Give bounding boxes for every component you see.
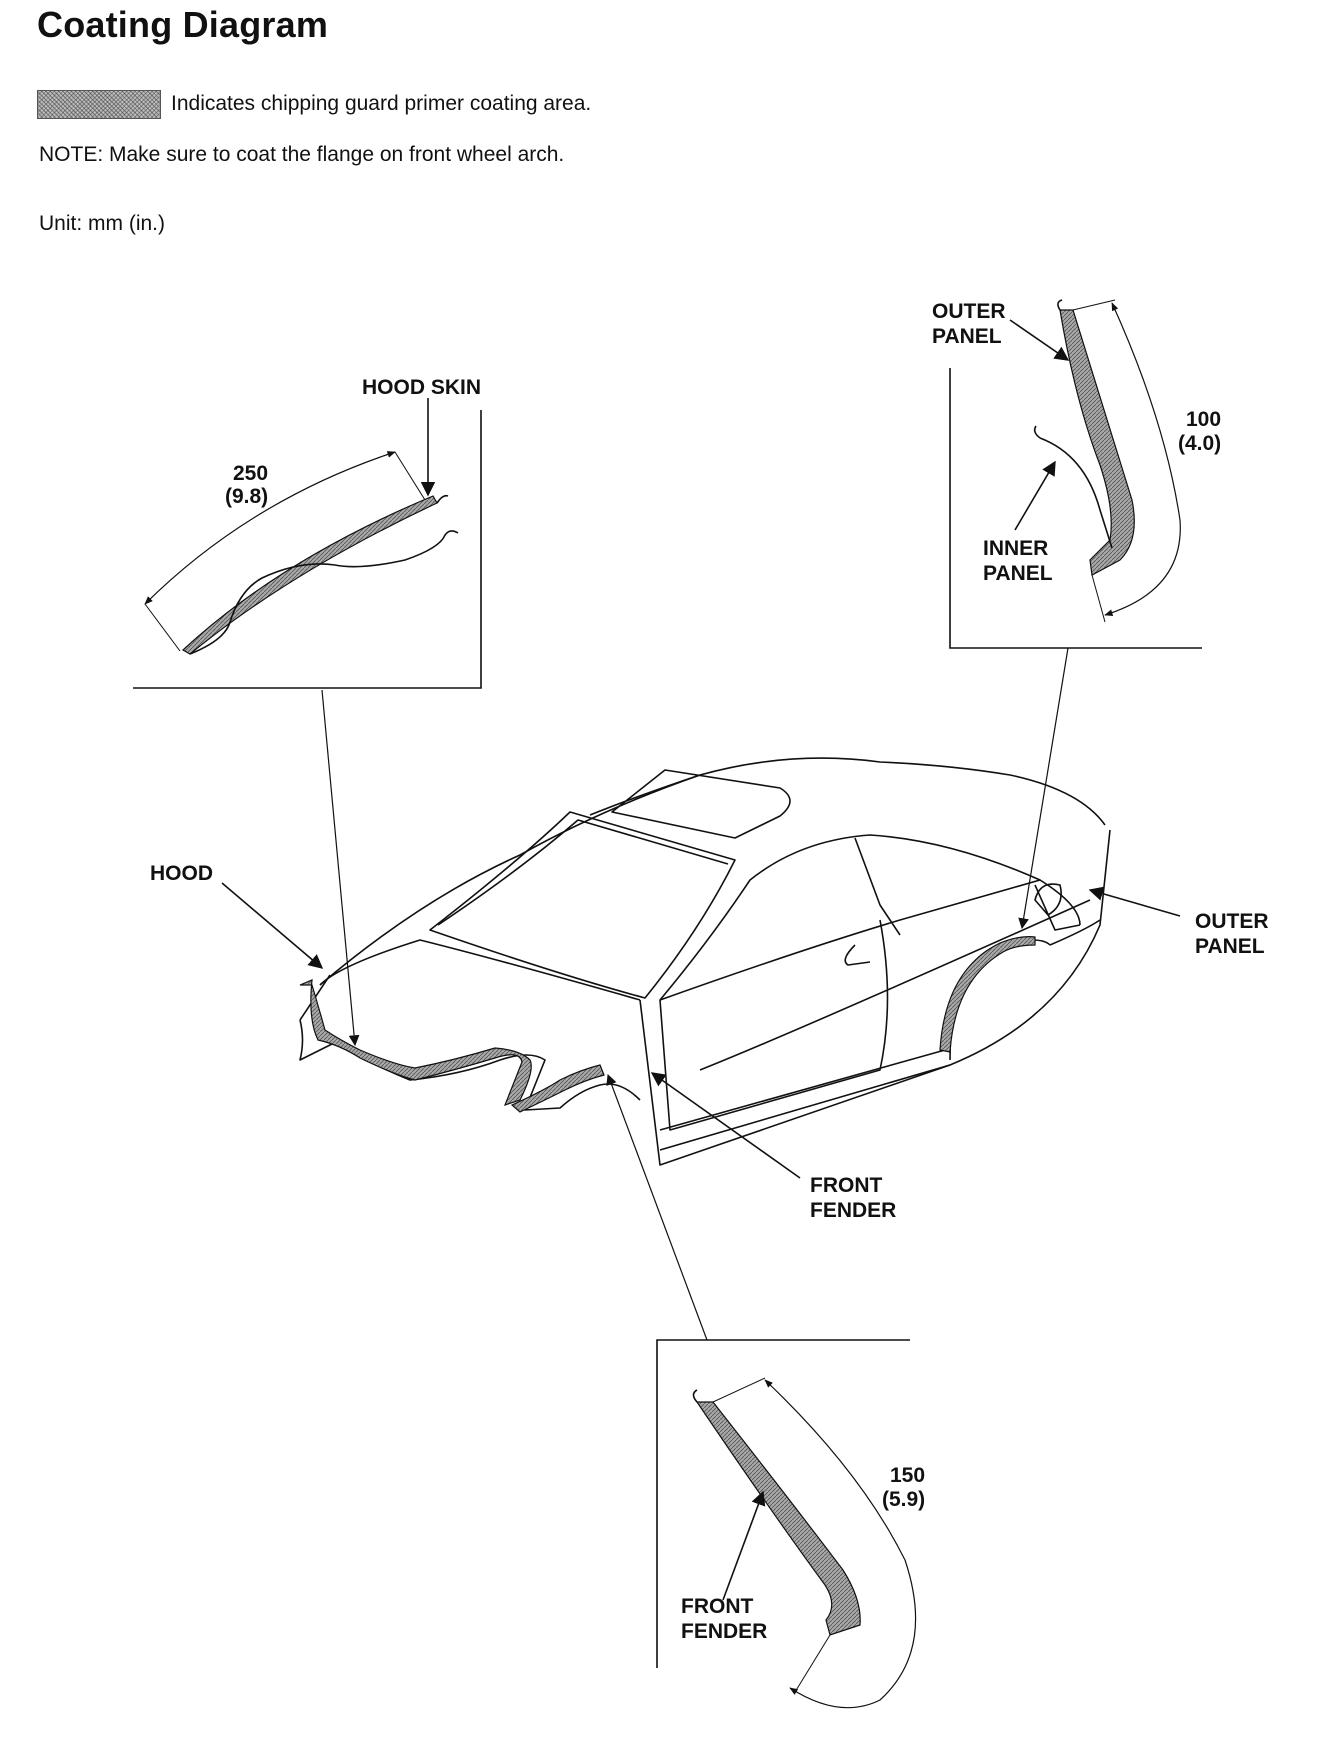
car-coating-areas <box>299 936 1036 1113</box>
front-fender-detail <box>656 1339 917 1709</box>
front-wheel-arch-coating <box>510 1064 605 1113</box>
car-side-window <box>659 834 1041 1001</box>
label-inner-panel-2: PANEL <box>983 562 1053 585</box>
callout-lines <box>321 647 1069 1341</box>
hood-skin-detail <box>133 398 482 689</box>
fender-dimension-arc <box>764 1379 917 1709</box>
legend: Indicates chipping guard primer coating … <box>37 89 591 119</box>
label-inner-panel-1: INNER <box>983 537 1048 560</box>
label-outer-panel-side-2: PANEL <box>1195 935 1265 958</box>
car-door <box>659 919 889 1131</box>
car-windshield <box>429 811 736 999</box>
label-outer-panel-top-2: PANEL <box>932 325 1002 348</box>
rear-dimension-arc <box>1104 302 1181 616</box>
dim-rear-inch: (4.0) <box>1178 432 1221 455</box>
callout-fender <box>606 1073 708 1341</box>
rear-detail-frame <box>949 368 1202 649</box>
rear-outer-coating <box>1059 309 1135 576</box>
label-hood-skin: HOOD SKIN <box>362 376 481 399</box>
callout-hood <box>321 689 360 1047</box>
legend-text: Indicates chipping guard primer coating … <box>171 92 592 115</box>
rear-wheel-arch-coating <box>939 936 1036 1053</box>
label-front-fender-2: FENDER <box>810 1199 896 1222</box>
label-hood: HOOD <box>150 862 213 885</box>
note-text: NOTE: Make sure to coat the flange on fr… <box>39 143 565 166</box>
dim-fender-inch: (5.9) <box>882 1488 925 1511</box>
label-outer-panel-side-1: OUTER <box>1195 910 1269 933</box>
hood-detail-frame <box>133 410 482 689</box>
label-front-fender-detail-1: FRONT <box>681 1595 753 1618</box>
page-title: Coating Diagram <box>37 4 329 45</box>
car-roof <box>319 757 1106 986</box>
car-body-side <box>639 829 1111 1166</box>
car-sunroof <box>611 769 791 839</box>
coating-area-swatch <box>37 89 161 119</box>
hood-front-coating <box>299 979 532 1106</box>
label-front-fender-1: FRONT <box>810 1174 882 1197</box>
hood-skin-coating <box>181 495 438 655</box>
rear-panel-detail <box>949 299 1202 649</box>
dim-hood-inch: (9.8) <box>225 485 268 508</box>
label-front-fender-detail-2: FENDER <box>681 1620 767 1643</box>
callout-rear <box>1018 647 1069 930</box>
dim-rear-value: 100 <box>1186 408 1221 431</box>
dim-hood-value: 250 <box>233 462 268 485</box>
hood-dimension-arc <box>144 451 396 605</box>
car-hood-edge <box>319 939 641 1001</box>
fender-detail-frame <box>656 1339 910 1668</box>
dim-fender-value: 150 <box>890 1464 925 1487</box>
unit-text: Unit: mm (in.) <box>39 212 165 235</box>
car-label-arrows <box>221 882 1181 1179</box>
label-outer-panel-top-1: OUTER <box>932 300 1006 323</box>
